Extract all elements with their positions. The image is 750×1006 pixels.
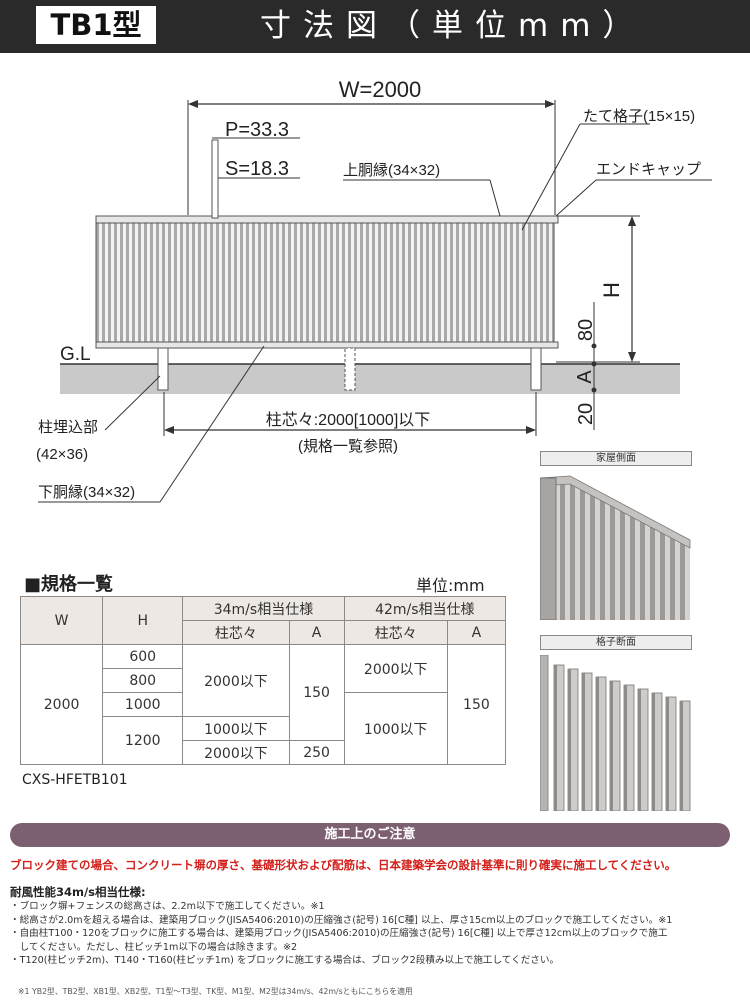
spec-table: W H 34m/s相当仕様 42m/s相当仕様 柱芯々 A 柱芯々 A 2000… <box>19 596 507 765</box>
height-label: H <box>599 282 624 298</box>
notes-footnote: ※1 YB2型、TB2型、XB1型、XB2型、T1型～T3型、TK型、M1型、M… <box>18 987 413 996</box>
header-h: H <box>102 596 184 645</box>
note-item: ・総高さが2.0mを超える場合は、建築用ブロック(JISA5406:2010)の… <box>10 914 673 926</box>
a34-a: 150 <box>288 644 345 741</box>
width-label: W=2000 <box>339 77 422 102</box>
w-value: 2000 <box>19 644 104 765</box>
pitch34-c: 2000以下 <box>182 740 290 765</box>
fence-panel <box>95 219 555 345</box>
upper-rail <box>95 215 559 224</box>
notes-bar: 施工上のご注意 <box>10 823 730 847</box>
post-pitch-label: 柱芯々:2000[1000]以下 <box>266 411 431 429</box>
header-spec42: 42m/s相当仕様 <box>343 596 507 621</box>
post-embed-size: (42×36) <box>36 446 88 463</box>
a34-b: 250 <box>288 740 345 765</box>
note-item: ・T120(柱ピッチ2m)、T140・T160(柱ピッチ1m) をブロックに施工… <box>10 955 560 966</box>
note-item: してください。ただし、柱ピッチ1m以下の場合は除きます。※2 <box>10 941 298 953</box>
post-right <box>530 347 542 391</box>
header-a34: A <box>288 620 345 645</box>
spacing-label: S=18.3 <box>225 158 289 180</box>
header-pitch42: 柱芯々 <box>343 620 448 645</box>
spec-unit: 単位:mm <box>416 576 485 595</box>
header-a42: A <box>446 620 507 645</box>
dim-20: 20 <box>575 403 597 425</box>
lattice-section-caption: 格子断面 <box>540 635 692 650</box>
notes-list: ・ブロック塀+フェンスの総高さは、2.2m以下で施工してください。※1 ・総高さ… <box>10 900 738 968</box>
end-cap-label: エンドキャップ <box>596 161 701 178</box>
spec-title: ■規格一覧 <box>24 574 114 595</box>
model-badge: TB1型 <box>36 6 156 44</box>
post-embed-label: 柱埋込部 <box>38 419 98 436</box>
a42: 150 <box>446 644 507 765</box>
header-pitch34: 柱芯々 <box>182 620 290 645</box>
notes-warning: ブロック建ての場合、コンクリート塀の厚さ、基礎形状および配筋は、日本建築学会の設… <box>10 858 677 872</box>
h-1000: 1000 <box>102 692 184 717</box>
dimension-diagram: G.L W=2000 P=33.3 S=18.3 たて格子(15×15) 上胴縁… <box>36 77 712 503</box>
post-pitch-note: (規格一覧参照) <box>298 438 398 455</box>
gl-label: G.L <box>60 344 91 365</box>
h-1200: 1200 <box>102 716 184 765</box>
notes-heading: 耐風性能34m/s相当仕様: <box>10 885 146 899</box>
lattice-section-illustration <box>540 655 691 811</box>
post-left <box>157 347 169 391</box>
pitch34-a: 2000以下 <box>182 644 290 717</box>
header-w: W <box>19 596 104 645</box>
header-spec34: 34m/s相当仕様 <box>182 596 345 621</box>
header-bar: TB1型 寸法図（単位mm） <box>0 0 750 53</box>
tate-koushi-label: たて格子(15×15) <box>583 108 695 125</box>
h-800: 800 <box>102 668 184 693</box>
pitch34-b: 1000以下 <box>182 716 290 741</box>
note-item: ・自由柱T100・120をブロックに施工する場合は、建築用ブロック(JISA54… <box>10 928 668 939</box>
house-side-caption: 家屋側面 <box>540 451 692 466</box>
post-middle <box>344 347 356 391</box>
pitch42-b: 1000以下 <box>343 692 448 765</box>
note-item: ・ブロック塀+フェンスの総高さは、2.2m以下で施工してください。※1 <box>10 901 325 912</box>
dim-80: 80 <box>575 319 597 341</box>
house-side-illustration <box>540 475 691 620</box>
lower-rail-label: 下胴縁(34×32) <box>38 484 135 501</box>
dim-a: A <box>574 370 596 384</box>
pitch42-a: 2000以下 <box>343 644 448 693</box>
product-code: CXS-HFETB101 <box>22 772 128 788</box>
page-title: 寸法図（単位mm） <box>260 8 646 44</box>
h-600: 600 <box>102 644 184 669</box>
pitch-label: P=33.3 <box>225 119 289 141</box>
upper-rail-label: 上胴縁(34×32) <box>343 162 440 179</box>
lower-rail <box>95 341 559 349</box>
